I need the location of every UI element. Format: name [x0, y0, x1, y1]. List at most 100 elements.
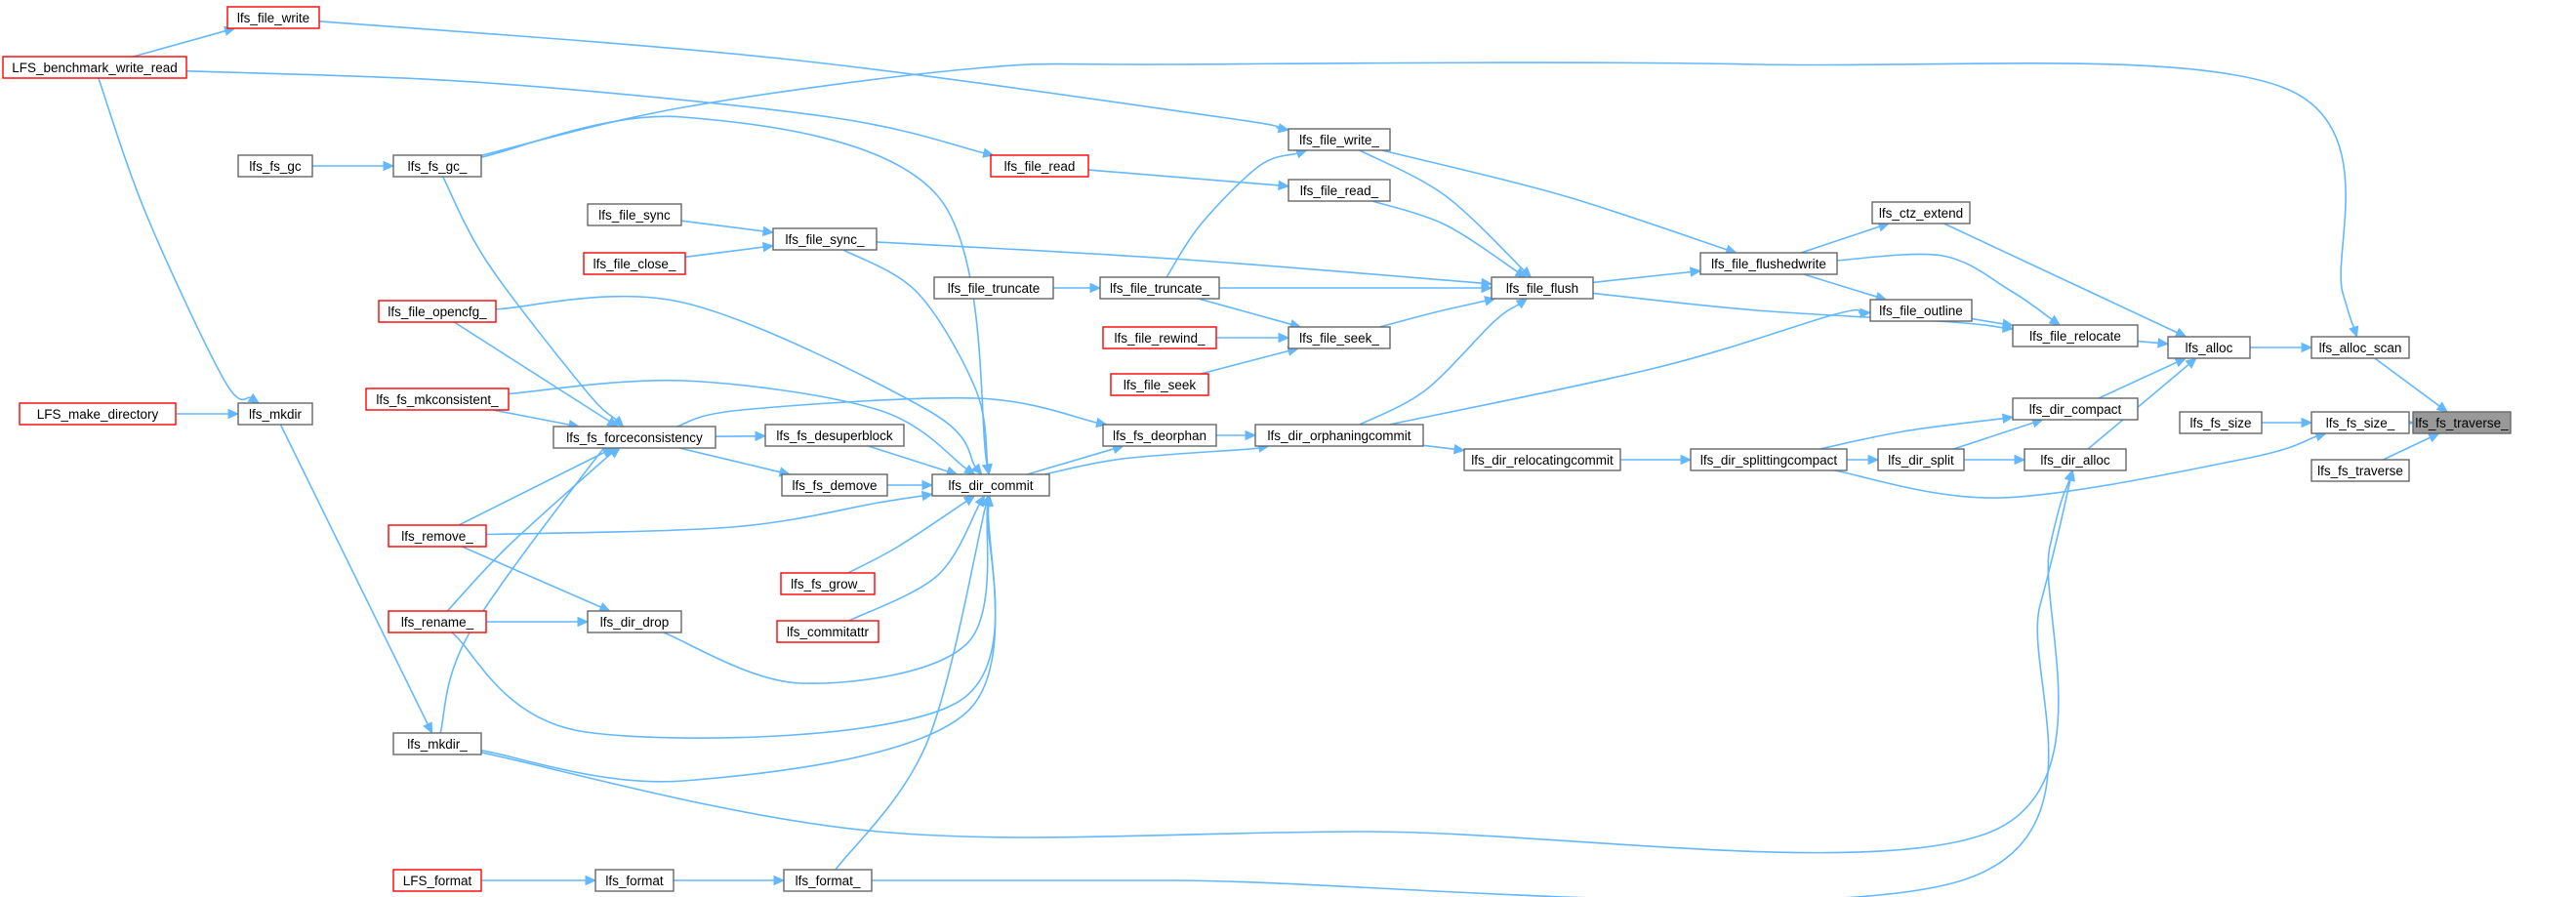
node-lfs-file-sync[interactable]: lfs_file_sync [587, 203, 682, 226]
call-edge [1198, 298, 1302, 330]
edge-line [680, 220, 764, 232]
node-box [237, 154, 313, 178]
node-lfs-dir-splittingcompact[interactable]: lfs_dir_splittingcompact [1690, 448, 1848, 471]
node-lfs-file-outline[interactable]: lfs_file_outline [1869, 299, 1973, 322]
node-box [931, 473, 1050, 497]
call-edge [1359, 149, 1533, 278]
node-lfs-fs-demove[interactable]: lfs_fs_demove [781, 473, 888, 497]
node-lfs-mkdir[interactable]: lfs_mkdir_ [392, 732, 482, 755]
node-lfs-fs-gc[interactable]: lfs_fs_gc_ [392, 154, 482, 178]
node-lfs-file-write[interactable]: lfs_file_write [226, 6, 320, 29]
node-box [1288, 128, 1391, 151]
node-lfs-fs-size[interactable]: lfs_fs_size_ [2310, 411, 2410, 434]
node-lfs-dir-alloc[interactable]: lfs_dir_alloc [2024, 448, 2127, 471]
edge-line [1422, 444, 1455, 450]
edge-line [1198, 298, 1291, 326]
call-edge [2374, 357, 2449, 413]
arrowhead-icon [981, 463, 993, 476]
node-lfs-file-close[interactable]: lfs_file_close_ [583, 252, 686, 275]
node-label: lfs_alloc [2186, 341, 2233, 355]
edge-line [871, 479, 2071, 897]
node-box [2024, 448, 2127, 471]
node-lfs-format[interactable]: lfs_format [594, 869, 675, 892]
node-lfs-make-directory[interactable]: LFS_make_directory [19, 402, 177, 426]
node-label: lfs_fs_desuperblock [776, 428, 893, 443]
node-lfs-dir-commit[interactable]: lfs_dir_commit [931, 473, 1050, 497]
node-lfs-dir-relocatingcommit[interactable]: lfs_dir_relocatingcommit [1463, 448, 1621, 471]
call-edge [486, 616, 590, 628]
node-lfs-file-seek[interactable]: lfs_file_seek_ [1288, 326, 1391, 349]
node-lfs-alloc[interactable]: lfs_alloc [2167, 336, 2251, 359]
node-lfs-fs-forceconsistency[interactable]: lfs_fs_forceconsistency [552, 426, 716, 449]
node-lfs-file-flushedwrite[interactable]: lfs_file_flushedwrite [1699, 252, 1838, 275]
node-lfs-commitattr[interactable]: lfs_commitattr [776, 620, 879, 643]
node-box [378, 300, 497, 323]
node-lfs-file-rewind[interactable]: lfs_file_rewind_ [1102, 326, 1217, 349]
call-edge [1379, 296, 1496, 328]
node-lfs-benchmark-write-read[interactable]: LFS_benchmark_write_read [2, 56, 187, 79]
arrowhead-icon [2185, 357, 2197, 369]
node-lfs-file-relocate[interactable]: lfs_file_relocate [2012, 324, 2139, 347]
call-edge [1620, 454, 1693, 466]
node-lfs-mkdir[interactable]: lfs_mkdir [237, 402, 313, 426]
call-edge [480, 494, 997, 783]
node-box [776, 620, 879, 643]
node-lfs-file-write[interactable]: lfs_file_write_ [1288, 128, 1391, 151]
node-box [552, 426, 716, 449]
node-lfs-fs-traverse[interactable]: lfs_fs_traverse [2310, 459, 2410, 482]
node-lfs-dir-compact[interactable]: lfs_dir_compact [2012, 397, 2139, 421]
node-box [237, 402, 313, 426]
node-box [1877, 448, 1965, 471]
call-edge [1964, 454, 2026, 466]
arrowhead-icon [921, 479, 934, 491]
call-edge [887, 479, 934, 491]
edge-line [663, 505, 989, 685]
edge-line [1200, 349, 1289, 375]
node-lfs-dir-drop[interactable]: lfs_dir_drop [587, 610, 682, 633]
node-lfs-fs-grow[interactable]: lfs_fs_grow_ [780, 572, 876, 595]
node-lfs-file-flush[interactable]: lfs_file_flush [1491, 276, 1594, 300]
arrowhead-icon [773, 875, 786, 886]
node-lfs-fs-deorphan[interactable]: lfs_fs_deorphan [1102, 424, 1217, 447]
node-lfs-format[interactable]: LFS_format [392, 869, 482, 892]
node-lfs-file-truncate[interactable]: lfs_file_truncate_ [1099, 276, 1220, 300]
node-box [1491, 276, 1594, 300]
node-lfs-rename[interactable]: lfs_rename_ [388, 610, 487, 633]
node-lfs-file-truncate[interactable]: lfs_file_truncate [933, 276, 1054, 300]
node-lfs-remove[interactable]: lfs_remove_ [388, 524, 487, 548]
node-lfs-file-sync[interactable]: lfs_file_sync_ [772, 227, 878, 251]
node-lfs-alloc-scan[interactable]: lfs_alloc_scan [2310, 336, 2410, 359]
arrowhead-icon [1277, 123, 1290, 134]
edge-line [461, 546, 601, 608]
edge-line [1592, 270, 1692, 284]
node-lfs-fs-traverse[interactable]: lfs_fs_traverse_ [2412, 411, 2512, 434]
node-label: lfs_fs_forceconsistency [566, 430, 703, 445]
call-edge [461, 546, 611, 612]
edge-line [485, 495, 923, 536]
node-box [583, 252, 686, 275]
node-lfs-file-seek[interactable]: lfs_file_seek [1110, 373, 1209, 396]
node-lfs-fs-gc[interactable]: lfs_fs_gc [237, 154, 313, 178]
node-lfs-dir-orphaningcommit[interactable]: lfs_dir_orphaningcommit [1254, 424, 1424, 447]
arrowhead-icon [612, 415, 625, 428]
node-lfs-fs-desuperblock[interactable]: lfs_fs_desuperblock [764, 424, 905, 447]
edge-line [480, 61, 2355, 328]
node-label: lfs_fs_deorphan [1113, 428, 1206, 443]
arrowhead-icon [1867, 454, 1880, 466]
edge-line [675, 396, 1097, 428]
node-lfs-format[interactable]: lfs_format_ [783, 869, 873, 892]
call-edge [675, 396, 1108, 428]
call-edge [871, 469, 2076, 897]
arrowhead-icon [1452, 443, 1466, 455]
call-edge [495, 295, 983, 475]
call-edge [1371, 200, 1528, 278]
node-lfs-file-read[interactable]: lfs_file_read [990, 154, 1089, 178]
node-lfs-fs-size[interactable]: lfs_fs_size [2179, 411, 2263, 434]
call-edge [2137, 338, 2170, 348]
node-lfs-dir-split[interactable]: lfs_dir_split [1877, 448, 1965, 471]
node-lfs-fs-mkconsistent[interactable]: lfs_fs_mkconsistent_ [365, 387, 510, 411]
node-label: lfs_file_read_ [1300, 183, 1379, 198]
node-lfs-file-read[interactable]: lfs_file_read_ [1288, 179, 1391, 202]
node-lfs-ctz-extend[interactable]: lfs_ctz_extend [1871, 201, 1971, 224]
node-lfs-file-opencfg[interactable]: lfs_file_opencfg_ [378, 300, 497, 323]
